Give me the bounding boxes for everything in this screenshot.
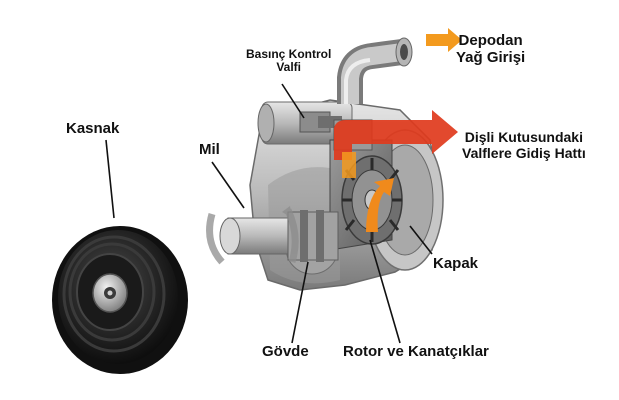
label-oil-inlet-line2: Yağ Girişi <box>456 48 526 66</box>
label-pressure-control-valve-line2: Valfi <box>276 60 302 75</box>
label-pressure-control-valve-line1: Basınç Kontrol <box>246 47 332 61</box>
oil-inlet-arrow <box>426 28 462 52</box>
rotation-arrows <box>206 206 299 265</box>
label-outlet-line: Dişli Kutusundaki Valflere Gidiş Hattı <box>462 129 586 161</box>
leader-lines <box>105 83 433 344</box>
inlet-pipe <box>337 37 413 104</box>
internal-flow-arrow <box>342 152 394 232</box>
pressure-valve-block <box>257 101 353 145</box>
label-cover: Kapak <box>433 255 479 272</box>
outlet-arrow <box>334 110 458 160</box>
label-pulley: Kasnak <box>66 120 120 137</box>
label-pressure-control-valve: Basınç Kontrol Valfi <box>246 47 332 75</box>
label-rotor-vanes: Rotor ve Kanatçıklar <box>343 343 489 360</box>
shaft <box>219 210 339 262</box>
label-oil-inlet: Depodan Yağ Girişi <box>456 32 526 67</box>
label-oil-inlet-line1: Depodan <box>458 32 523 49</box>
label-housing: Gövde <box>262 343 309 360</box>
label-outlet-line2: Valflere Gidiş Hattı <box>462 144 586 161</box>
pulley <box>52 226 188 374</box>
label-shaft: Mil <box>199 141 220 158</box>
label-outlet-line1: Dişli Kutusundaki <box>464 129 583 145</box>
